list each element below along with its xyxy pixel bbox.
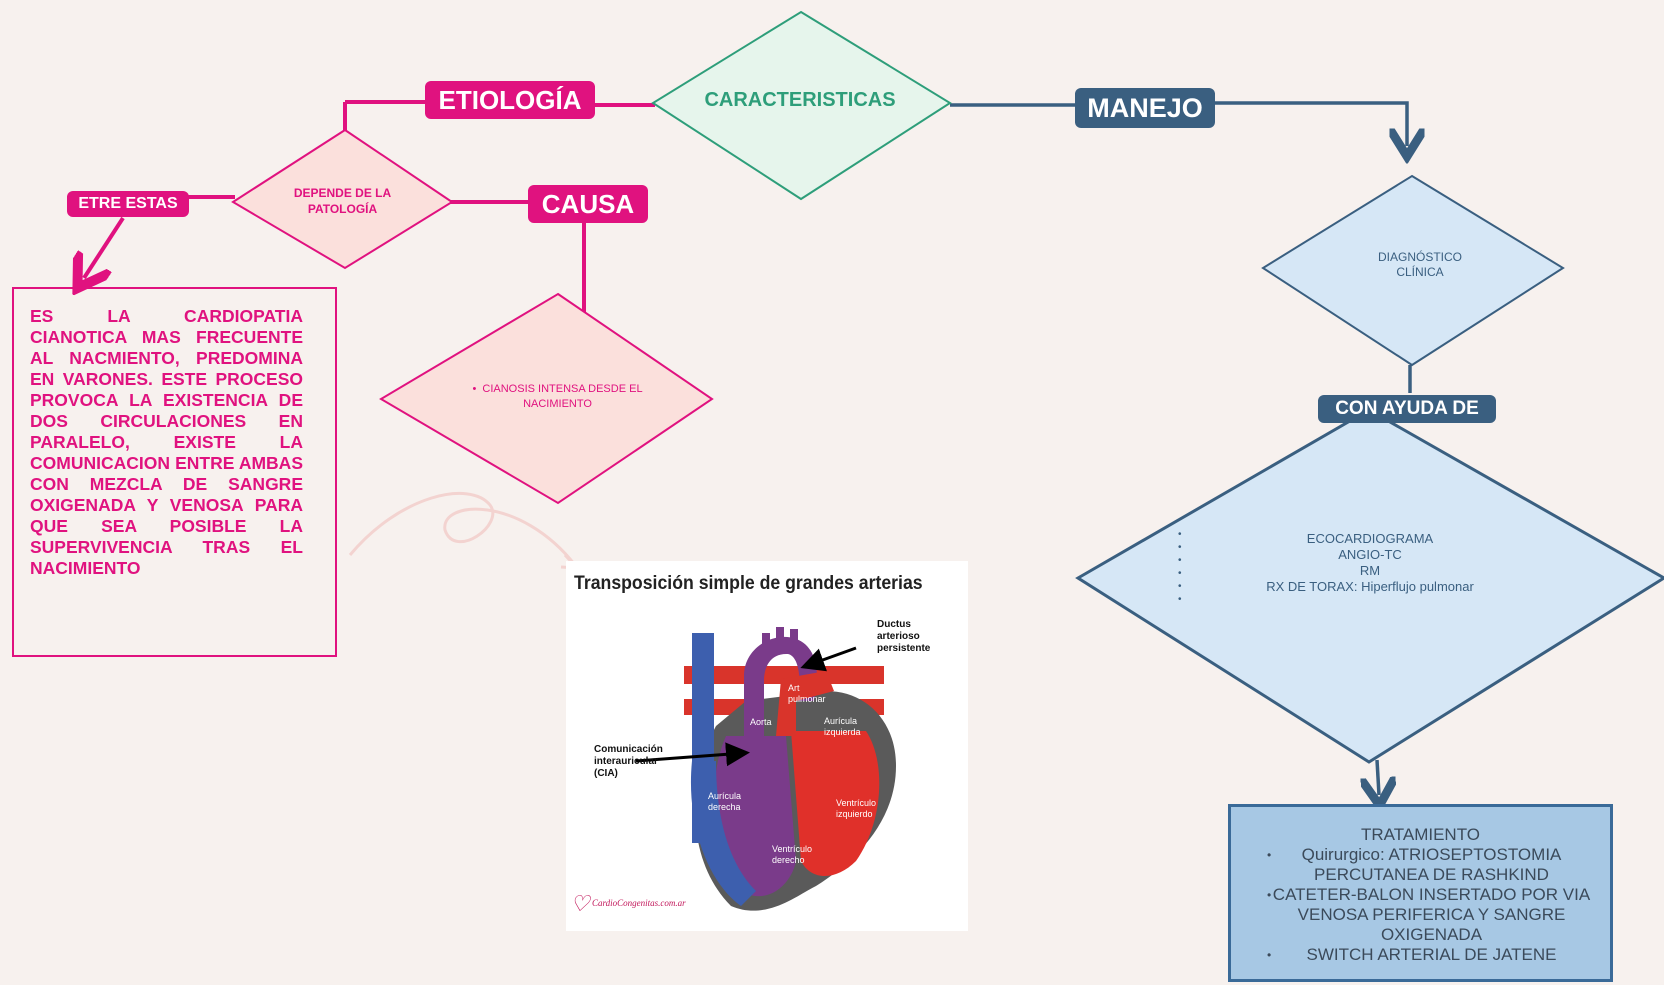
study-item: ANGIO-TC	[1200, 547, 1540, 563]
study-item: ECOCARDIOGRAMA	[1200, 531, 1540, 547]
decorative-loop-arrow	[350, 493, 575, 565]
watermark-text: CardioCongenitas.com.ar	[592, 898, 686, 908]
auricula-izq-label: Aurícula izquierda	[824, 716, 870, 738]
study-item: RM	[1200, 563, 1540, 579]
diagnostico-label: DIAGNÓSTICO CLÍNICA	[1365, 250, 1475, 280]
art-pulmonar-label: Art pulmonar	[788, 683, 832, 705]
ventriculo-der-label: Ventrículo derecho	[772, 844, 820, 866]
ductus-label: Ductus arterioso persistente	[877, 619, 945, 655]
cianosis-text: CIANOSIS INTENSA DESDE EL NACIMIENTO	[482, 383, 642, 410]
con-ayuda-label: CON AYUDA DE	[1318, 395, 1496, 423]
aorta-label: Aorta	[750, 717, 772, 728]
description-text: ES LA CARDIOPATIA CIANOTICA MAS FRECUENT…	[30, 306, 303, 578]
manejo-label: MANEJO	[1075, 88, 1215, 128]
etiologia-label: ETIOLOGÍA	[425, 81, 595, 119]
study-item: RX DE TORAX: Hiperflujo pulmonar	[1200, 579, 1540, 595]
treatment-box: TRATAMIENTO Quirurgico: ATRIOSEPTOSTOMIA…	[1228, 804, 1613, 982]
heart-logo-icon: ♡	[570, 891, 590, 916]
auricula-der-label: Aurícula derecha	[708, 791, 750, 813]
depende-label: DEPENDE DE LA PATOLOGÍA	[275, 185, 410, 217]
watermark-logo: ♡ CardioCongenitas.com.ar	[570, 891, 686, 917]
treatment-item: Quirurgico: ATRIOSEPTOSTOMIA PERCUTANEA …	[1231, 845, 1610, 885]
treatment-item: CATETER-BALON INSERTADO POR VIA VENOSA P…	[1231, 885, 1610, 945]
treatment-title: TRATAMIENTO	[1231, 825, 1610, 845]
ventriculo-izq-label: Ventrículo izquierdo	[836, 798, 884, 820]
etre-estas-label: ETRE ESTAS	[67, 191, 189, 217]
cianosis-label: • CIANOSIS INTENSA DESDE EL NACIMIENTO	[445, 382, 670, 412]
heart-diagram-image: Transposición simple de grandes arterias…	[566, 561, 968, 931]
bullet: •	[472, 383, 482, 395]
treatment-item: SWITCH ARTERIAL DE JATENE	[1231, 945, 1610, 965]
description-box: ES LA CARDIOPATIA CIANOTICA MAS FRECUENT…	[12, 287, 337, 657]
causa-label: CAUSA	[528, 185, 648, 223]
cia-label: Comunicación interauricular (CIA)	[594, 744, 674, 780]
studies-list: ECOCARDIOGRAMA ANGIO-TC RM RX DE TORAX: …	[1200, 531, 1540, 595]
study-bullets: ••••••	[1178, 528, 1182, 606]
caracteristicas-label: CARACTERISTICAS	[680, 89, 920, 112]
